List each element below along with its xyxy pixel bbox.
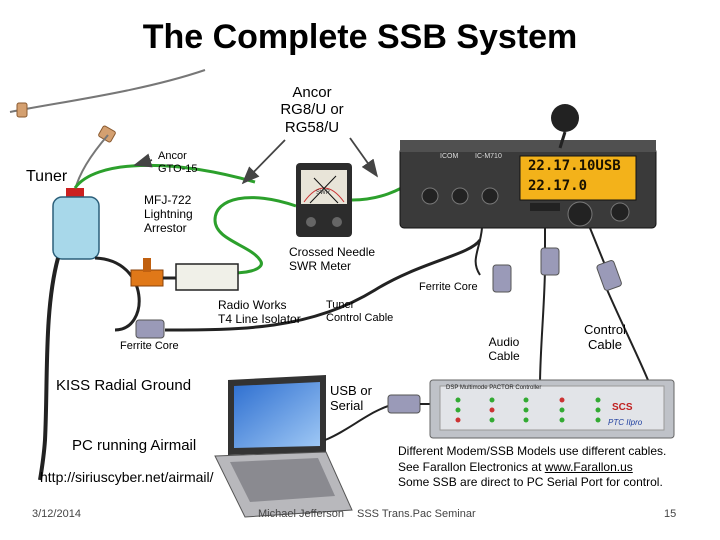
tuner-cap (66, 188, 84, 198)
ferrite-core-radio-1 (492, 264, 512, 293)
antenna-wire (9, 69, 206, 113)
arrestor-post (143, 258, 151, 272)
footer-event: SSS Trans.Pac Seminar (357, 508, 476, 520)
icom-radio (399, 104, 657, 229)
airmail-url: http://siriuscyber.net/airmail/ (40, 469, 214, 485)
cable-note: Different Modem/SSB Models use different… (398, 444, 667, 490)
farallon-link[interactable]: www.Farallon.us (544, 459, 633, 474)
coax-arrow-right (349, 137, 379, 178)
tuner-body (52, 196, 100, 260)
swr-meter (296, 163, 352, 237)
scs-modem (429, 379, 675, 439)
radio-brand: ICOM (440, 153, 459, 160)
laptop (214, 375, 353, 518)
modem-brand: SCS (612, 402, 633, 413)
ferrite-label-left: Ferrite Core (120, 340, 179, 352)
line-isolator (175, 263, 239, 291)
slide-title: The Complete SSB System (142, 18, 578, 56)
arrestor-body (130, 269, 164, 287)
ferrite-core-radio-3 (596, 260, 622, 291)
pc-label: PC running Airmail (72, 437, 197, 454)
tuner-label: Tuner (26, 168, 68, 185)
tuner-control-cable (94, 256, 141, 332)
ferrite-core-left (135, 319, 165, 339)
control-cable-2 (604, 284, 651, 386)
gto-arrow (133, 153, 153, 168)
antenna-insulator-mid (98, 125, 116, 143)
footer-author: Michael Jefferson (258, 508, 345, 520)
modem-model: PTC IIpro (608, 418, 643, 427)
modem-header: DSP Multimode PACTOR Controller (446, 385, 542, 391)
swr-meter-face-text: SWR (316, 190, 330, 196)
coax-swr-to-arrestor (213, 196, 297, 275)
control-cable (589, 227, 606, 266)
radio-display-line1: 22.17.10USB (528, 158, 621, 174)
ferrite-core-usb (387, 394, 421, 414)
kiss-radial-ground (38, 257, 60, 481)
ferrite-label-right: Ferrite Core (419, 281, 478, 293)
antenna-insulator-left (16, 102, 28, 118)
tuner-control-cable-2 (164, 239, 482, 332)
kiss-label: KISS Radial Ground (56, 377, 192, 394)
radio-display-line2: 22.17.0 (528, 178, 588, 194)
footer-page-number: 15 (664, 508, 677, 520)
footer-date: 3/12/2014 (32, 508, 81, 520)
coax-arrow-left (241, 139, 286, 185)
ferrite-core-radio-2 (540, 247, 560, 276)
radio-model: IC-M710 (475, 153, 502, 160)
cable-radio-ferrite (474, 227, 483, 276)
